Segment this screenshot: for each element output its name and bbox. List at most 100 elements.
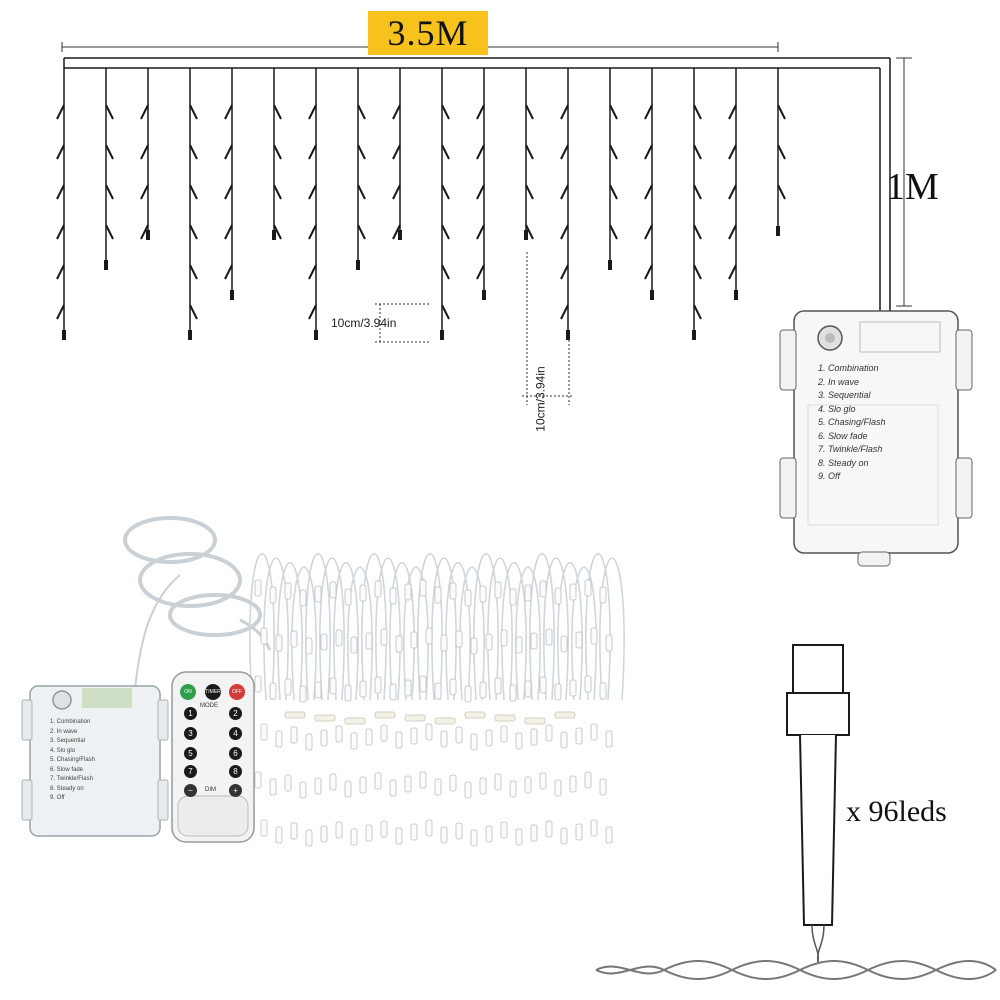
remote-timer-button[interactable]: TIMER (205, 684, 221, 700)
led-bulb-mark (273, 184, 282, 200)
icicle-strand (392, 68, 402, 240)
wire-loop (557, 562, 583, 701)
led-bulb-mark (105, 184, 114, 200)
remote-key-4[interactable]: 4 (229, 727, 242, 740)
led-cap (305, 829, 313, 847)
led-bulb-mark (476, 184, 485, 200)
led-cap (494, 773, 502, 791)
led-cap (374, 676, 382, 694)
led-tip-mark (440, 330, 444, 340)
remote-key-8[interactable]: 8 (229, 765, 242, 778)
icicle-strand (56, 68, 66, 340)
led-tip-mark (314, 330, 318, 340)
led-bulb-mark (308, 144, 317, 160)
mode-item: 7. Twinkle/Flash (818, 444, 883, 454)
remote-key-3[interactable]: 3 (184, 727, 197, 740)
led-bulb-mark (644, 104, 653, 120)
led-cap (539, 772, 547, 790)
led-bulb-mark (441, 304, 450, 320)
led-cap (260, 819, 268, 837)
led-cap (485, 825, 493, 843)
top-rail (63, 57, 891, 312)
led-cap (470, 829, 478, 847)
remote-off-button[interactable]: OFF (229, 684, 245, 700)
icicle-strand (272, 68, 282, 240)
led-bulb-mark (357, 184, 366, 200)
led-cap (434, 682, 442, 700)
remote-key-6[interactable]: 6 (229, 747, 242, 760)
led-cap (425, 723, 433, 741)
remote-key-1[interactable]: 1 (184, 707, 197, 720)
led-cap (569, 775, 577, 793)
led-bulb-mark (476, 264, 485, 280)
led-cap (380, 628, 388, 646)
led-bulb-mark (560, 184, 569, 200)
remote-dim-minus-button[interactable]: − (184, 784, 197, 797)
led-cap (350, 636, 358, 654)
led-bulb-mark (105, 144, 114, 160)
led-bulb-mark (728, 184, 737, 200)
led-cap (260, 627, 268, 645)
led-cap (500, 629, 508, 647)
led-cap (554, 683, 562, 701)
light-bundle-photo (123, 516, 625, 847)
led-cap (464, 589, 472, 607)
remote-dim-plus-button[interactable]: + (229, 784, 242, 797)
controller-box-illustration (779, 310, 973, 567)
led-bulb-mark (777, 184, 786, 200)
led-cap (290, 630, 298, 648)
remote-key-5[interactable]: 5 (184, 747, 197, 760)
led-bulb-mark (56, 224, 65, 240)
led-bulb-mark (693, 144, 702, 160)
led-bulb-mark (56, 264, 65, 280)
wire-loop (599, 557, 625, 701)
led-bulb-mark (224, 104, 233, 120)
icicle-strand (188, 68, 198, 340)
led-bulb-mark (273, 104, 282, 120)
led-cap (254, 579, 262, 597)
mode-item: 5. Chasing/Flash (50, 757, 96, 763)
wire-loop (585, 553, 611, 701)
mode-item: 6. Slow fade (50, 766, 84, 773)
wire-loop (375, 557, 401, 701)
led-cap (539, 580, 547, 598)
remote-key-2[interactable]: 2 (229, 707, 242, 720)
led-bulb-mark (644, 264, 653, 280)
led-tip-mark (230, 290, 234, 300)
led-cap (485, 633, 493, 651)
led-tip-mark (608, 260, 612, 270)
mode-item: 4. Slo glo (50, 747, 76, 754)
cable-tie (284, 711, 306, 719)
led-cap (395, 731, 403, 749)
led-cap (434, 586, 442, 604)
led-bulb-mark (609, 104, 618, 120)
led-cap (419, 579, 427, 597)
remote-key-7[interactable]: 7 (184, 765, 197, 778)
remote-mode-label: MODE (200, 703, 218, 709)
led-cap (335, 629, 343, 647)
height-dimension (896, 57, 912, 307)
wire-loop (361, 553, 387, 701)
led-cap (569, 583, 577, 601)
led-bulb-mark (777, 144, 786, 160)
remote-on-button[interactable]: ON (180, 684, 196, 700)
icicle-strand (608, 68, 618, 270)
led-bulb-mark (609, 224, 618, 240)
led-cap (299, 781, 307, 799)
led-bulb-mark (693, 224, 702, 240)
mode-item: 4. Slo glo (818, 403, 856, 414)
led-cap (590, 723, 598, 741)
led-cap (599, 778, 607, 796)
led-bulb-mark (56, 184, 65, 200)
led-cap (329, 581, 337, 599)
led-cap (359, 584, 367, 602)
led-cap (545, 820, 553, 838)
led-cap (560, 827, 568, 845)
led-cap (269, 778, 277, 796)
led-cap (479, 585, 487, 603)
led-tip-mark (104, 260, 108, 270)
led-cap (599, 586, 607, 604)
led-cap (449, 678, 457, 696)
led-bulb-mark (476, 224, 485, 240)
led-bulb-mark (525, 224, 534, 240)
